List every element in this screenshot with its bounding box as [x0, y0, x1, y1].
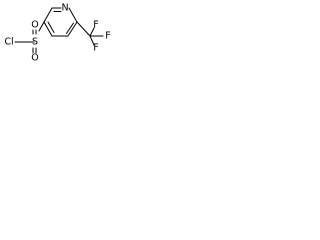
bond-n-c2 [68, 7, 78, 23]
bond-cf3-f-bottom [89, 35, 95, 46]
atom-label-o-top: O [31, 20, 38, 31]
atom-label-cl: Cl [4, 37, 13, 48]
bond-c5-c6 [43, 7, 53, 23]
bond-c4-c5-double [47, 21, 55, 33]
sulfonyl-chloride-group [14, 21, 45, 54]
atom-label-o-bottom: O [31, 53, 38, 64]
bond-c4-s [38, 21, 45, 32]
bond-c4-c5 [43, 21, 53, 37]
pyridine-ring [43, 7, 78, 37]
trifluoromethyl-group [76, 21, 104, 46]
atom-label-f-bottom: F [93, 43, 98, 54]
bond-cf3-f-top [89, 27, 95, 37]
atom-label-f-top: F [93, 20, 98, 31]
bond-c2-cf3 [76, 21, 91, 37]
chemical-structure: N S Cl O O F F F [4, 3, 110, 64]
atom-label-f-right: F [105, 31, 110, 42]
bond-c3-c3-double [66, 22, 74, 34]
atom-label-s: S [32, 37, 38, 48]
atom-label-ring-n: N [61, 3, 68, 14]
bond-c2-c3 [67, 21, 78, 37]
